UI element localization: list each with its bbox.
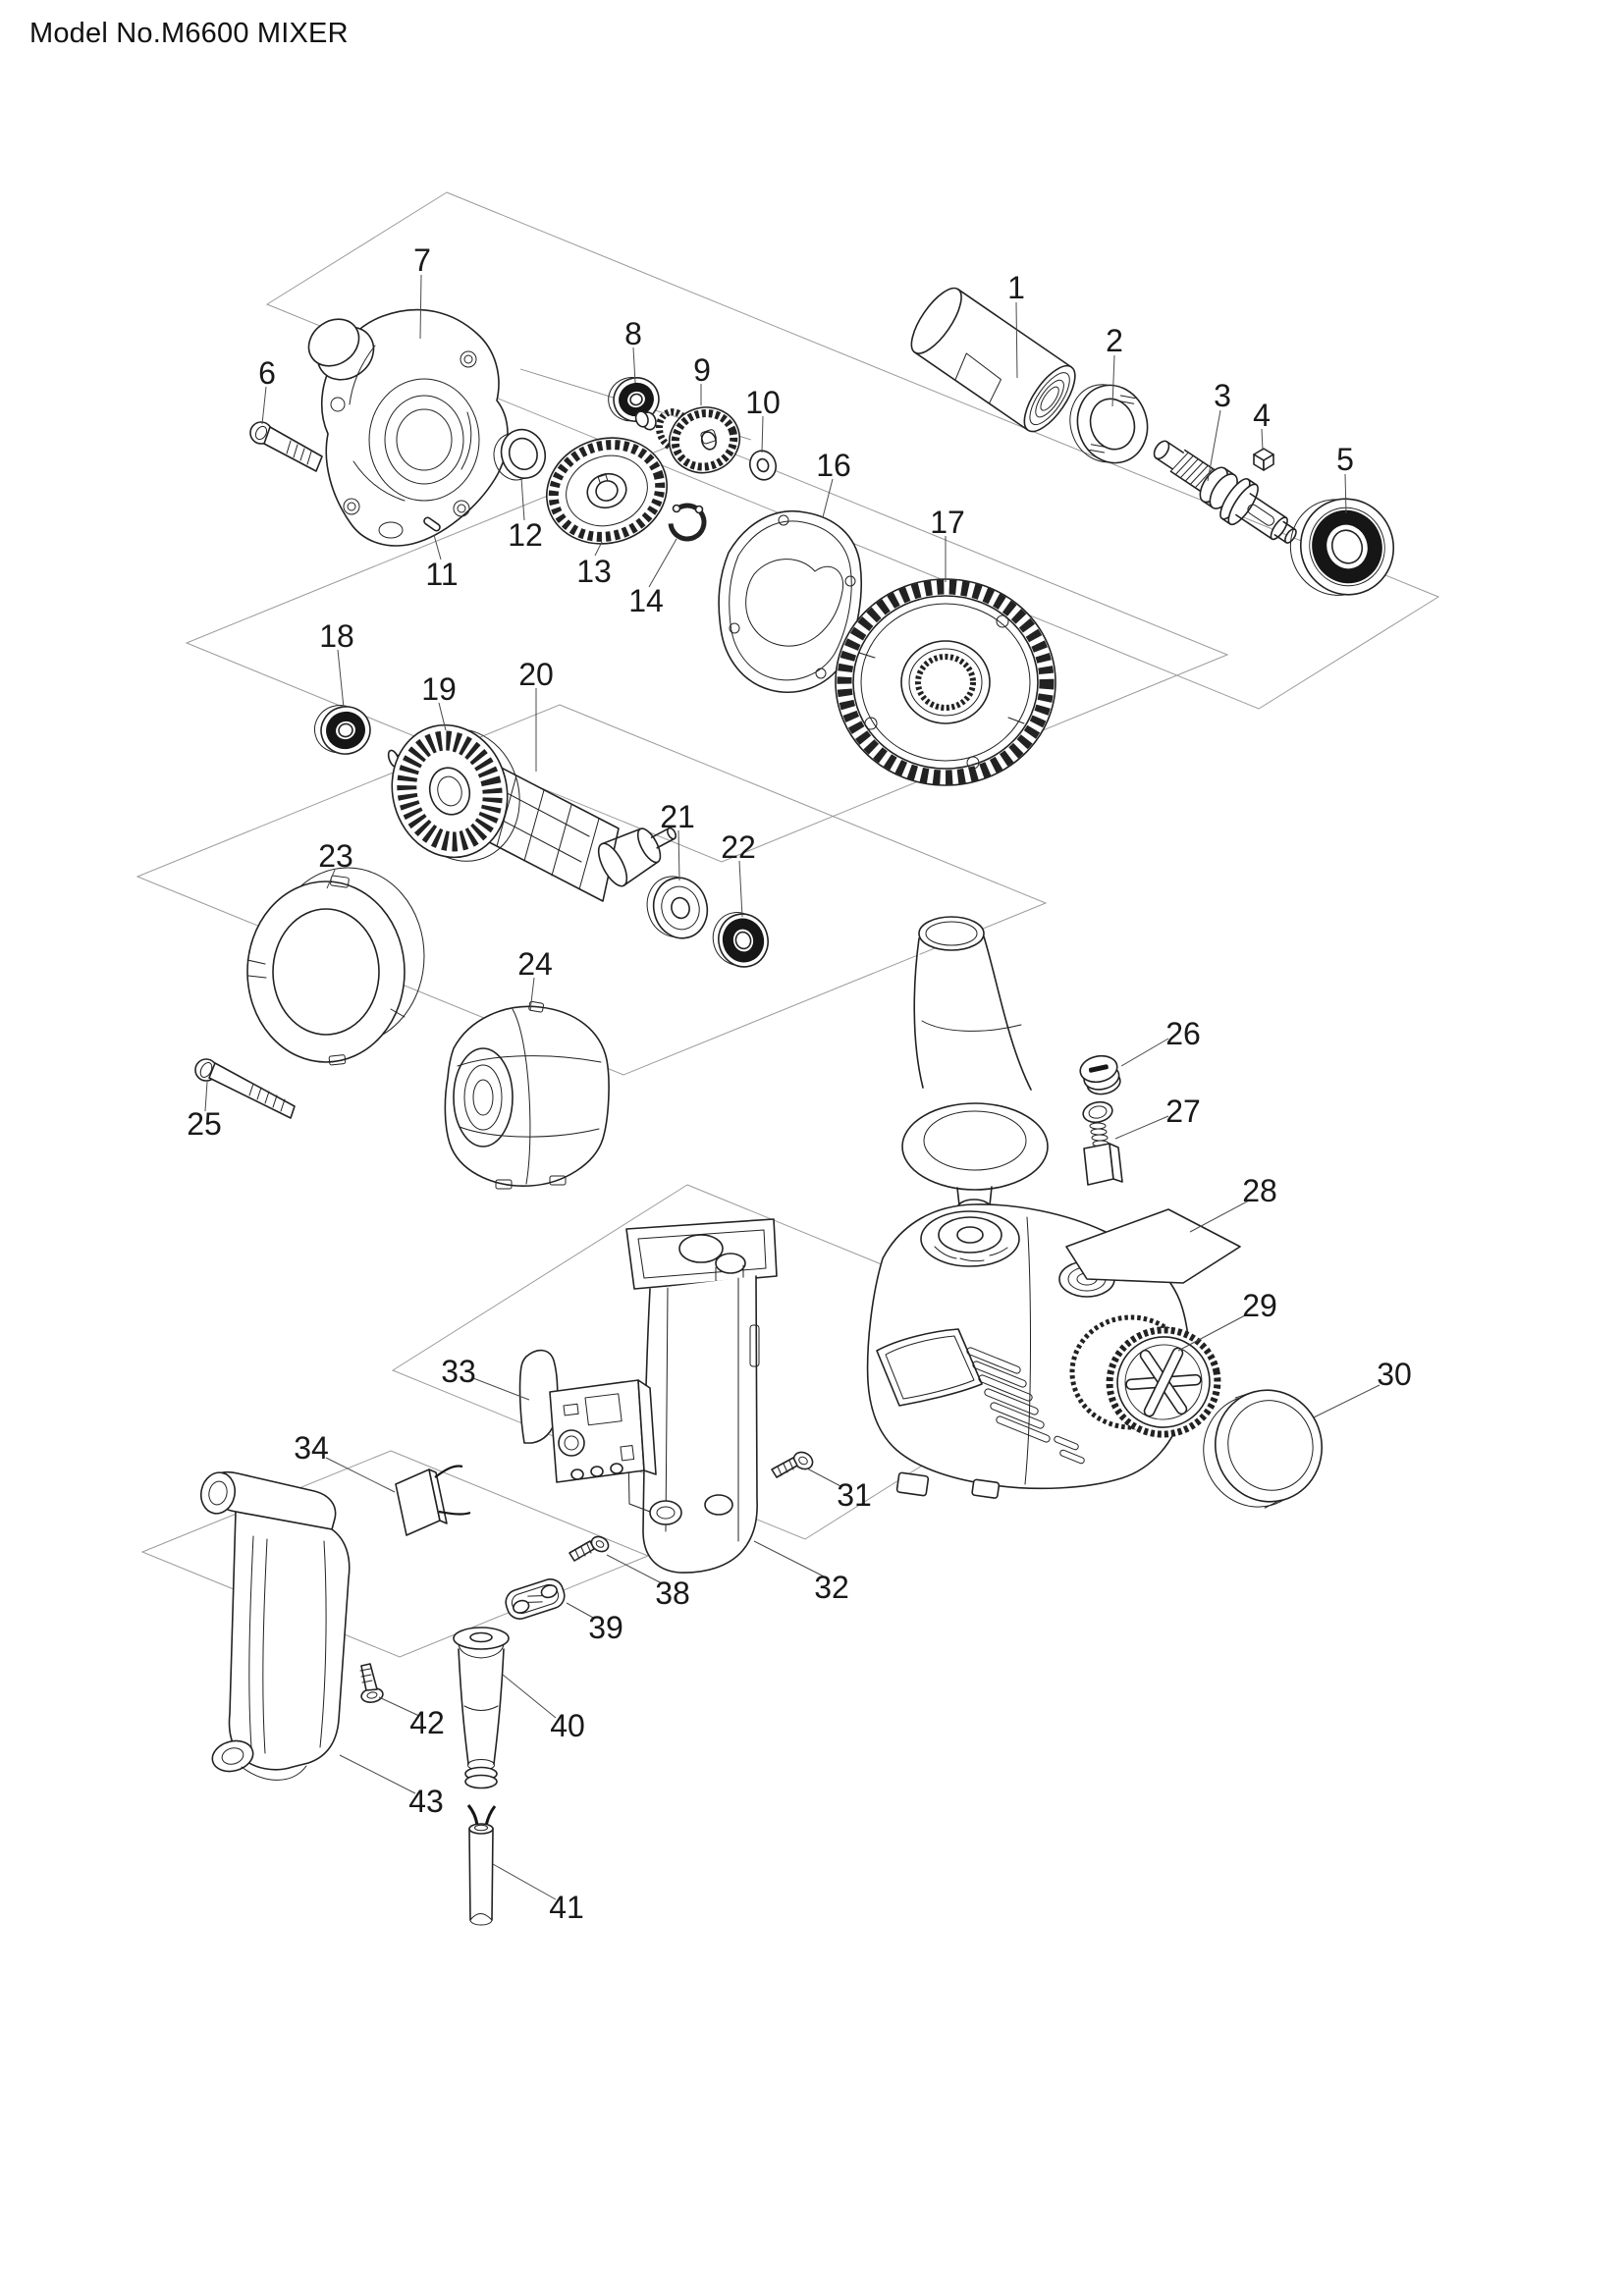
part-label-30: 30 [1377,1357,1412,1392]
part-26-brush-cap [1079,1054,1121,1095]
page-title: Model No.M6600 MIXER [29,18,349,49]
part-12-sleeve [493,428,547,481]
part-18-ball-bearing [313,705,371,755]
part-label-16: 16 [816,448,851,483]
part-14-snap-ring [668,503,707,542]
part-label-13: 13 [576,554,612,589]
part-label-39: 39 [588,1610,623,1645]
part-42-screw [359,1663,384,1703]
part-label-25: 25 [187,1106,222,1142]
part-label-26: 26 [1165,1016,1201,1051]
part-label-2: 2 [1106,323,1123,358]
part-label-21: 21 [660,799,695,834]
part-label-4: 4 [1253,398,1271,433]
part-28-nameplate [1065,1208,1241,1284]
part-43-handle-cover [200,1471,351,1781]
part-label-10: 10 [745,385,781,420]
part-24-field [444,1000,610,1190]
part-31-screw [771,1451,814,1478]
part-label-19: 19 [421,671,457,707]
part-label-18: 18 [319,618,354,654]
part-label-9: 9 [693,352,711,388]
part-32-handle-housing [625,1218,778,1574]
part-label-23: 23 [318,838,353,874]
part-13-spur-gear [546,437,668,545]
part-label-3: 3 [1214,378,1231,413]
part-label-12: 12 [508,517,543,553]
part-label-1: 1 [1007,270,1025,305]
part-5-ball-bearing [1289,498,1395,596]
part-33-switch [518,1349,657,1483]
part-38-screw [568,1535,610,1562]
part-30-rear-cap [1203,1389,1324,1509]
part-label-32: 32 [814,1570,849,1605]
part-label-31: 31 [837,1477,872,1513]
part-1-spindle-sleeve [910,287,1076,433]
part-label-24: 24 [517,946,553,982]
part-label-11: 11 [425,557,458,592]
part-2-lock-ring [1069,384,1149,464]
part-23-baffle-plate [246,867,425,1066]
part-40-cord-guard [453,1627,510,1789]
part-34-capacitor [395,1465,471,1536]
part-25-bolt [194,1058,296,1119]
part-label-8: 8 [624,316,642,351]
part-label-22: 22 [721,829,756,865]
part-label-17: 17 [930,505,965,540]
part-4-key [1253,448,1274,471]
part-number-labels: 1 2 3 4 5 6 7 8 9 10 11 12 13 14 16 17 1… [187,242,1412,1925]
part-41-power-cord [466,1804,497,1926]
part-label-6: 6 [258,355,276,391]
part-6-screw [249,421,323,472]
part-label-27: 27 [1165,1094,1201,1129]
part-19-fan [391,723,520,862]
part-16-gasket [718,510,862,693]
part-label-20: 20 [518,657,554,692]
part-label-7: 7 [413,242,431,278]
part-9-bevel-gear [634,406,741,474]
part-10-flat-washer [748,450,778,481]
part-27-carbon-brush [1082,1100,1123,1186]
part-17-field-ring [835,578,1056,786]
part-label-28: 28 [1242,1173,1277,1208]
part-label-38: 38 [655,1575,690,1611]
part-label-33: 33 [441,1354,476,1389]
part-29-vent-grille [1106,1326,1221,1438]
part-label-5: 5 [1336,442,1354,477]
part-label-29: 29 [1242,1288,1277,1323]
part-label-41: 41 [549,1890,584,1925]
part-39-cord-clamp [505,1578,566,1620]
part-21-spacer [646,876,709,939]
part-label-34: 34 [294,1430,329,1466]
part-11-pin [423,516,441,532]
leader-lines [204,274,1380,1900]
part-label-40: 40 [550,1708,585,1743]
part-3-spindle [1153,440,1297,544]
part-label-14: 14 [628,583,664,618]
part-label-43: 43 [408,1784,444,1819]
part-7-gear-housing [307,308,509,547]
part-22-ball-bearing [712,912,769,968]
part-label-42: 42 [409,1705,445,1740]
